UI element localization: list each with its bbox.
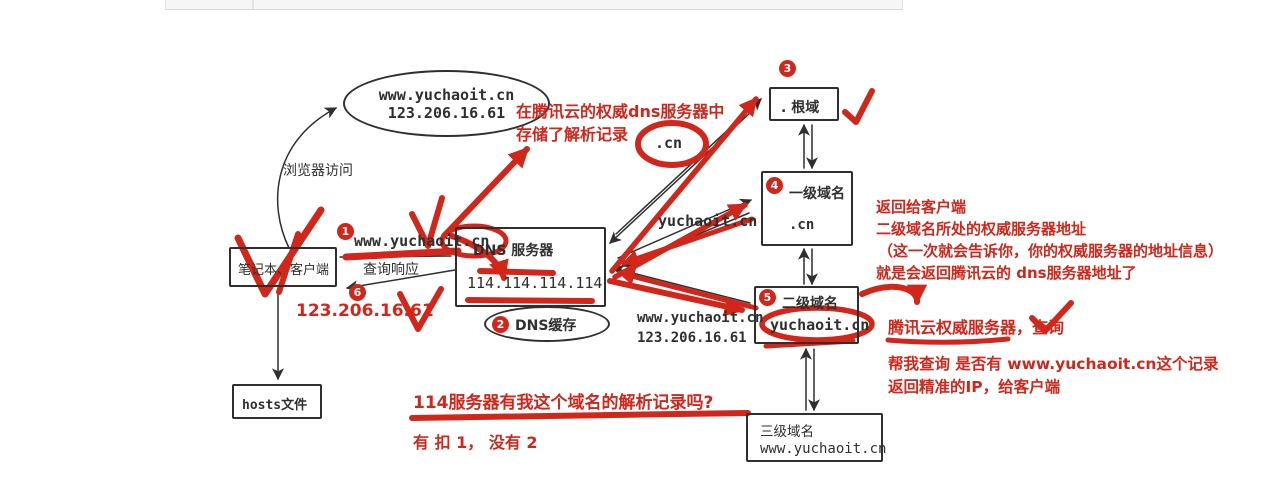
root-domain-label: . 根域: [781, 100, 820, 116]
top-strip-cell-right: [253, 0, 903, 10]
annotation-help-line2: 返回精准的IP，给客户端: [888, 378, 1061, 396]
annotation-store-line2: 存储了解析记录: [516, 125, 629, 144]
returned-ip-annotation: 123.206.16.61: [296, 301, 434, 321]
annotation-return-line4: 就是会返回腾讯云的 dns服务器地址了: [876, 264, 1137, 282]
third-level-title: 三级域名: [760, 424, 814, 440]
resolved-domain-text: www.yuchaoit.cn: [378, 85, 515, 104]
tld-box-title: 一级域名: [789, 186, 845, 202]
step-5-badge: 5: [759, 289, 776, 306]
annotation-return-line1: 返回给客户端: [876, 198, 967, 216]
root-domain-box: . 根域: [769, 87, 839, 121]
dns-cache-label: DNS缓存: [515, 318, 577, 334]
cn-query-label: .cn: [655, 134, 683, 152]
step-2-badge: 2: [492, 316, 509, 333]
sld-box-title: 二级域名: [782, 296, 838, 312]
dns-server-box: DNS 服务器 114.114.114.114: [455, 227, 606, 307]
tld-box: 一级域名 .cn: [761, 171, 853, 246]
dns-server-title: DNS 服务器: [473, 243, 554, 259]
annotation-help-line1: 帮我查询 是否有 www.yuchaoit.cn这个记录: [888, 355, 1219, 373]
step-3-badge: 3: [779, 60, 796, 77]
annotation-return-line3: （这一次就会告诉你，你的权威服务器的地址信息）: [878, 242, 1224, 260]
step-4-badge: 4: [766, 177, 783, 194]
client-box-label: 笔记本、客户端: [238, 263, 330, 278]
query-response-label: 查询响应: [363, 262, 419, 278]
top-strip-cell-left: [165, 0, 253, 10]
tld-box-value: .cn: [789, 217, 815, 233]
step-1-badge: 1: [337, 223, 354, 240]
client-box: 笔记本、客户端: [229, 247, 337, 287]
resolved-result-ellipse: www.yuchaoit.cn 123.206.16.61: [343, 70, 550, 137]
dns-cache-ellipse: [484, 306, 610, 342]
hosts-file-label: hosts文件: [242, 398, 308, 413]
resolved-ip-text: 123.206.16.61: [387, 103, 506, 122]
annotation-tencent-auth: 腾讯云权威服务器，查询: [888, 318, 1065, 337]
annotation-return-line2: 二级域名所处的权威服务器地址: [876, 220, 1087, 238]
step-6-badge: 6: [349, 284, 366, 301]
annotation-score: 有 扣 1， 没有 2: [413, 433, 538, 452]
sld-query-ip-label: 123.206.16.61: [637, 330, 747, 346]
browser-access-label: 浏览器访问: [283, 163, 353, 179]
annotation-114-question: 114服务器有我这个域名的解析记录吗?: [413, 393, 714, 413]
sld-query-domain-label: www.yuchaoit.cn: [637, 310, 764, 326]
third-level-box: 三级域名 www.yuchaoit.cn: [746, 413, 887, 462]
dns-server-ip: 114.114.114.114: [467, 274, 603, 292]
third-level-value: www.yuchaoit.cn: [760, 441, 887, 457]
sld-box-value: yuchaoit.cn: [770, 316, 870, 334]
tld-query-label: yuchaoit.cn: [658, 212, 758, 230]
hosts-file-box: hosts文件: [232, 384, 322, 419]
annotation-store-line1: 在腾讯云的权威dns服务器中: [516, 102, 725, 121]
